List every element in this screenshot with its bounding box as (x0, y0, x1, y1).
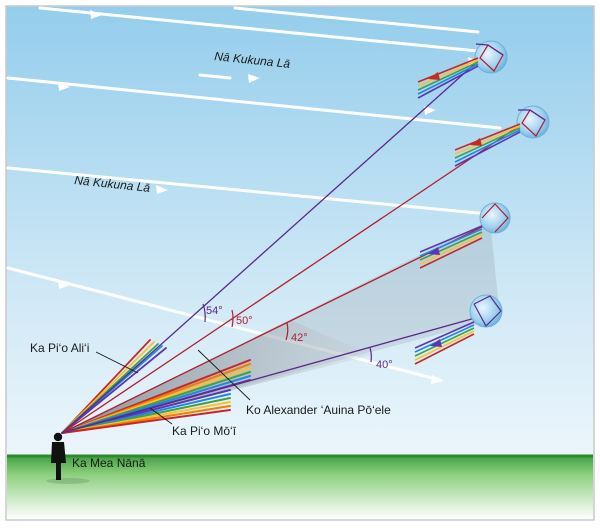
observer-shadow (46, 478, 90, 484)
ground (7, 455, 593, 519)
droplet-3 (479, 202, 511, 234)
angle-54-label: 54° (206, 305, 223, 317)
exit-ray-arrowheads (428, 72, 482, 347)
water-droplet-icon (479, 202, 511, 234)
person-silhouette-icon (51, 432, 66, 480)
droplet-2 (516, 105, 550, 139)
water-droplet-icon (469, 294, 503, 328)
sun-ray-arrowheads (58, 10, 480, 384)
primary-bow-label: Ka Pi‘o Ali‘i (30, 341, 89, 355)
secondary-bow-label: Ka Pi‘o Mō‘ī (172, 424, 237, 438)
sky-background (5, 5, 595, 521)
observer-label: Ka Mea Nānā (72, 456, 146, 470)
angle-40-label: 40° (376, 359, 393, 371)
exit-rays (414, 57, 521, 365)
sight-lines (61, 51, 526, 434)
angle-50-label: 50° (236, 315, 253, 327)
dark-band-label: Ko Alexander ‘Auina Pō‘ele (246, 403, 391, 417)
angle-42-label: 42° (291, 332, 308, 344)
droplet-1 (474, 40, 508, 74)
droplet-4 (469, 294, 503, 328)
water-droplet-icon (474, 40, 508, 74)
leader-lines (95, 349, 251, 425)
angle-arcs (202, 303, 372, 363)
water-droplet-icon (516, 105, 550, 139)
